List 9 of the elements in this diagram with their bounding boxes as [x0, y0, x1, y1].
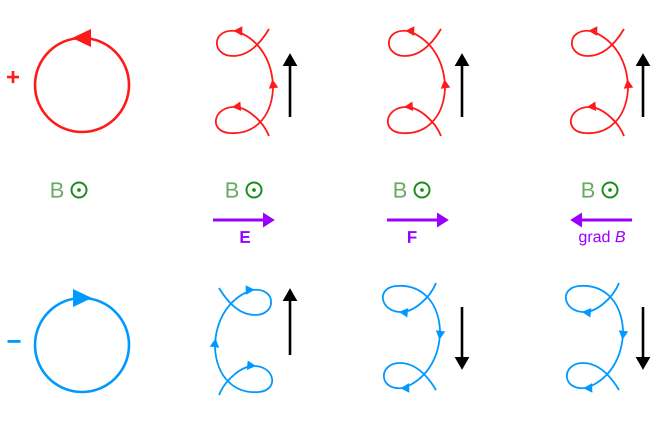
- field-label: grad B: [579, 230, 626, 246]
- charge-sign: +: [7, 70, 20, 84]
- field-label: B: [582, 182, 594, 198]
- charge-sign: −: [8, 340, 21, 343]
- field-label: F: [408, 231, 417, 243]
- field-label: B: [394, 182, 406, 198]
- field-label: B: [226, 182, 238, 198]
- field-label: B: [51, 182, 64, 198]
- field-label: E: [240, 231, 250, 243]
